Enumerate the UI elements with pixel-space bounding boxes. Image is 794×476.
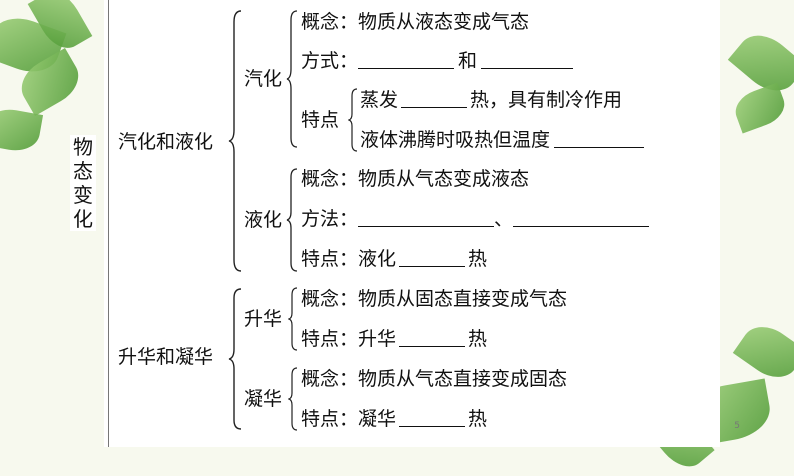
blank-line [554,129,645,148]
feature-prefix: 特点：凝华 [301,408,397,430]
desublimation-label: 凝华 [244,388,283,410]
blank-line [358,50,455,69]
method-sep: 、 [494,208,514,230]
method-and: 和 [458,50,478,72]
blank-line [399,328,466,347]
evap-prefix: 蒸发 [360,89,399,111]
boiling-feature: 液体沸腾时吸热但温度 [360,129,645,151]
page-number: 5 [734,421,740,431]
main-brace [228,10,242,272]
vaporization-method: 方式： 和 [301,50,574,72]
sublimation-feature: 特点：升华 热 [301,328,487,350]
liquefaction-label: 液化 [244,209,283,231]
boiling-text: 液体沸腾时吸热但温度 [360,129,551,151]
feature-brace [348,88,358,152]
vaporization-liquefaction-label: 汽化和液化 [118,131,214,153]
vaporization-brace [286,10,298,148]
blank-line [401,89,468,108]
sublimation-brace [288,287,298,351]
blank-line [513,208,650,227]
method-prefix: 方法： [301,208,359,230]
liquefaction-concept: 概念：物质从气态变成液态 [301,168,530,190]
method-prefix: 方式： [301,50,359,72]
feature-prefix: 特点：升华 [301,328,397,350]
feature-suffix: 热 [468,248,488,270]
feature-suffix: 热 [468,408,488,430]
vaporization-concept: 概念：物质从液态变成气态 [301,11,530,33]
blank-line [399,408,466,427]
desublimation-brace [288,367,298,431]
evaporation-feature: 蒸发 热，具有制冷作用 [360,89,622,111]
feature-suffix: 热 [468,328,488,350]
blank-line [481,50,574,69]
content-card [104,0,720,447]
blank-line [358,208,495,227]
desublimation-feature: 特点：凝华 热 [301,408,487,430]
vaporization-label: 汽化 [244,68,283,90]
vaporization-feature-label: 特点 [301,109,340,131]
sublimation-label: 升华 [244,308,283,330]
liquefaction-feature: 特点：液化 热 [301,248,487,270]
liquefaction-method: 方法： 、 [301,208,650,230]
desublimation-concept: 概念：物质从气态直接变成固态 [301,368,568,390]
leaf-decoration [732,316,794,388]
vertical-title: 物态变化 [70,135,96,231]
divider-line [108,0,109,447]
feature-prefix: 特点：液化 [301,248,397,270]
blank-line [399,248,466,267]
sublimation-desublimation-label: 升华和凝华 [118,346,214,368]
evap-suffix: 热，具有制冷作用 [470,89,623,111]
liquefaction-brace [286,168,298,272]
sublimation-concept: 概念：物质从固态直接变成气态 [301,288,568,310]
sub-brace [228,288,242,430]
